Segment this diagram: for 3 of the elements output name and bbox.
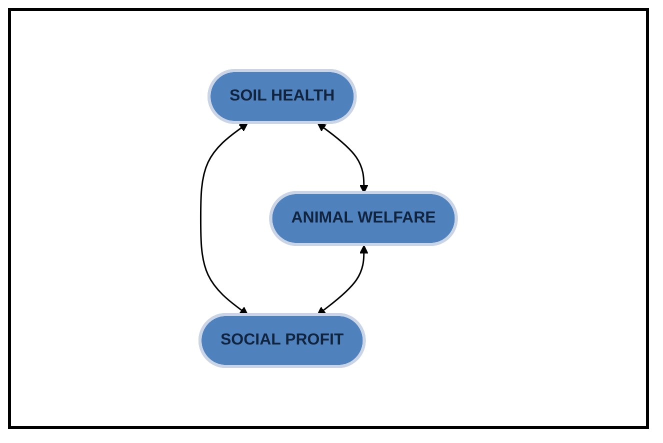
arrow xyxy=(200,122,249,316)
arrow xyxy=(318,122,369,194)
arrow xyxy=(317,245,369,316)
